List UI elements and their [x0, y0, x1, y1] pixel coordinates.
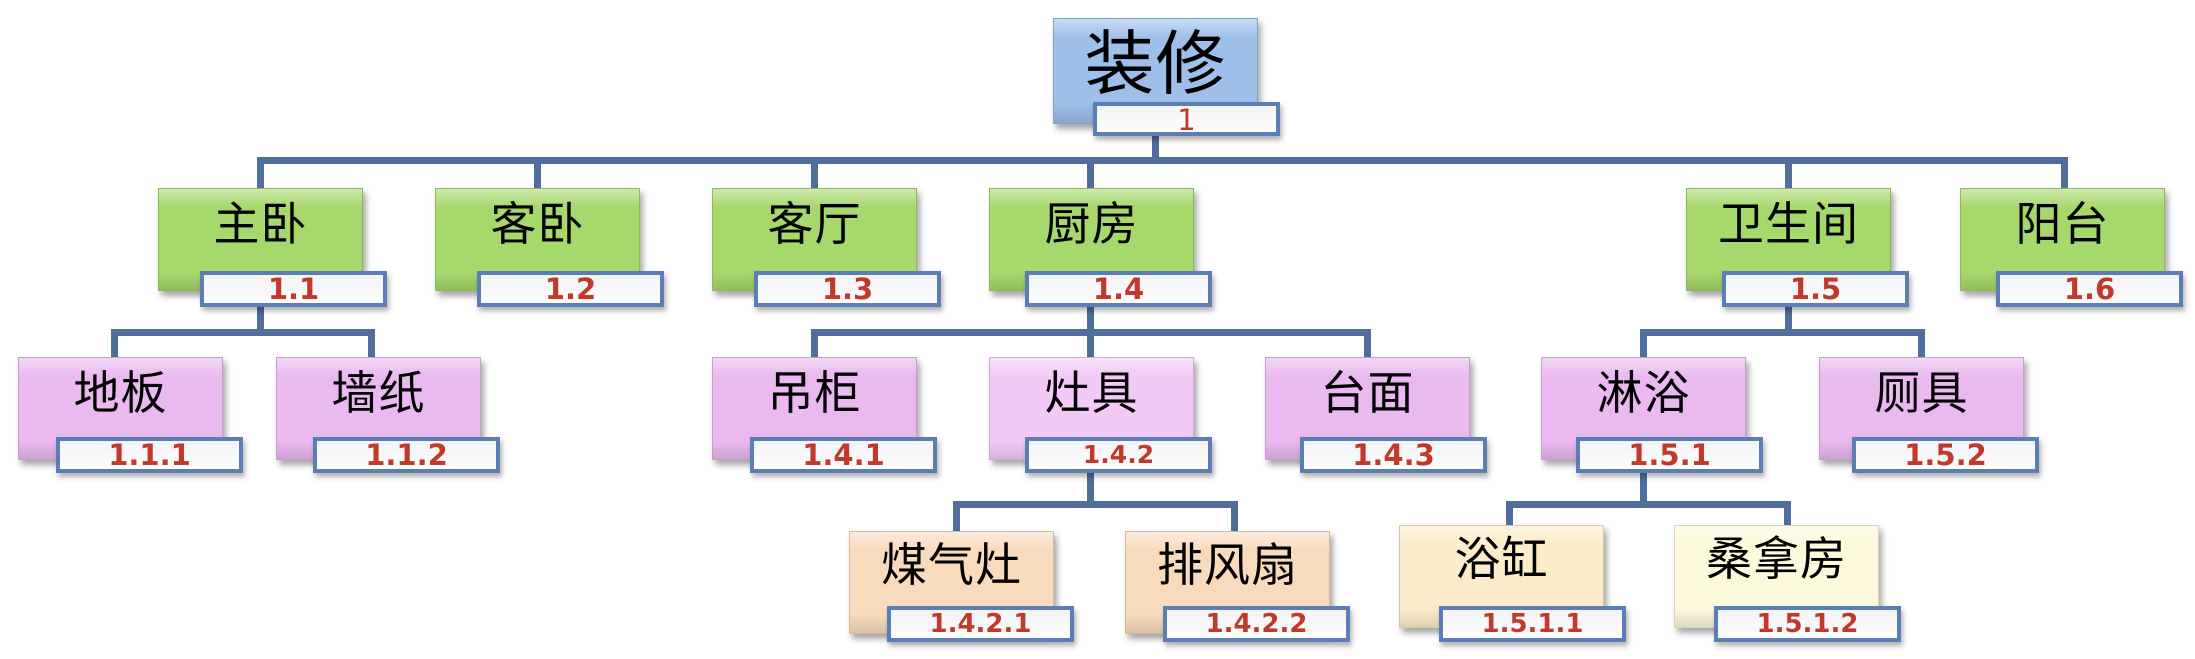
node-name: 客卧 [490, 197, 585, 251]
node-name: 排风扇 [1157, 538, 1298, 592]
node-name: 主卧 [213, 197, 308, 251]
node-master-bedroom[interactable]: 主卧 [158, 188, 363, 291]
node-code: 1.5.2 [1852, 437, 2039, 473]
node-code: 1.1.1 [56, 437, 243, 473]
connector [257, 160, 264, 190]
connector [1231, 501, 1238, 531]
connector [1087, 305, 1094, 333]
node-code: 1.4.2.2 [1163, 606, 1350, 642]
connector [1087, 160, 1094, 190]
connector [953, 501, 1238, 508]
node-code: 1.6 [1996, 271, 2183, 307]
connector [1640, 471, 1647, 505]
connector [1087, 329, 1094, 357]
node-name: 台面 [1320, 366, 1415, 420]
node-code: 1.5.1 [1576, 437, 1763, 473]
node-name: 阳台 [2015, 197, 2110, 251]
node-name: 煤气灶 [881, 538, 1022, 592]
connector-root [1152, 134, 1159, 162]
connector [1785, 305, 1792, 333]
connector-level1-bar [257, 157, 2068, 164]
connector [257, 305, 264, 333]
node-code: 1.1 [200, 271, 387, 307]
connector [111, 329, 118, 357]
connector [811, 329, 818, 357]
node-code: 1.3 [754, 271, 941, 307]
node-name: 淋浴 [1596, 366, 1691, 420]
node-code: 1.4.3 [1300, 437, 1487, 473]
node-name: 桑拿房 [1706, 532, 1847, 586]
node-code: 1.4.1 [750, 437, 937, 473]
node-bathtub[interactable]: 浴缸 [1399, 525, 1604, 628]
node-code: 1.2 [477, 271, 664, 307]
node-code: 1.5 [1722, 271, 1909, 307]
connector [1506, 501, 1513, 531]
node-code: 1.5.1.2 [1714, 606, 1901, 642]
connector [953, 501, 960, 531]
node-name: 灶具 [1044, 366, 1139, 420]
node-name: 厕具 [1874, 366, 1969, 420]
node-name: 浴缸 [1454, 532, 1549, 586]
node-name: 吊柜 [767, 366, 862, 420]
connector [1918, 329, 1925, 357]
node-code: 1.4.2.1 [887, 606, 1074, 642]
connector [811, 160, 818, 190]
node-name: 装修 [1084, 23, 1227, 105]
connector [368, 329, 375, 357]
connector [1784, 501, 1791, 531]
node-name: 地板 [73, 366, 168, 420]
connector [534, 160, 541, 190]
node-name: 卫生间 [1718, 197, 1859, 251]
connector [1640, 329, 1925, 336]
node-name: 厨房 [1044, 197, 1139, 251]
connector [1640, 329, 1647, 357]
node-name: 客厅 [767, 197, 862, 251]
connector [111, 329, 375, 336]
node-code: 1.4.2 [1025, 437, 1212, 473]
node-code: 1.1.2 [313, 437, 500, 473]
connector [2061, 160, 2068, 190]
node-code: 1.4 [1025, 271, 1212, 307]
connector [1785, 160, 1792, 190]
node-name: 墙纸 [331, 366, 426, 420]
connector [1364, 329, 1371, 357]
connector [1506, 501, 1791, 508]
node-code: 1.5.1.1 [1439, 606, 1626, 642]
node-code: 1 [1093, 102, 1280, 136]
connector [1087, 471, 1094, 505]
